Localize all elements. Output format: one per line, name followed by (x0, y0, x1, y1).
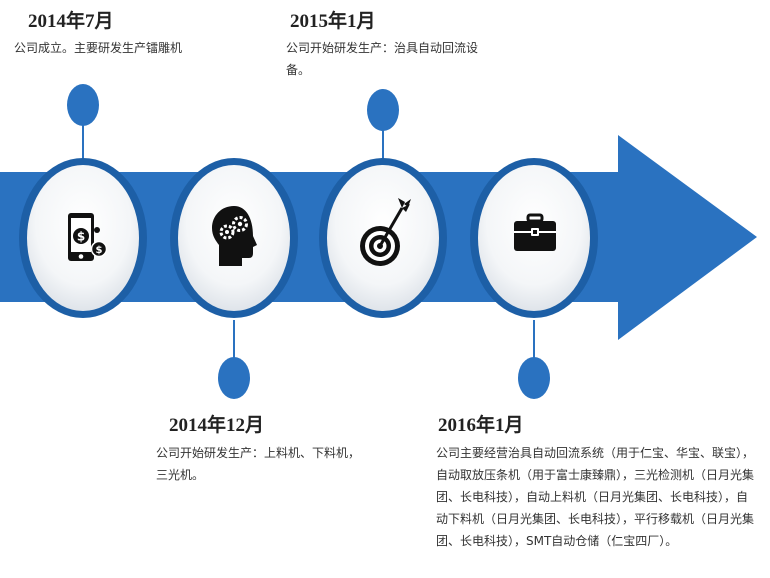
head-gears-icon (212, 206, 257, 266)
connector-3 (367, 89, 399, 165)
svg-text:$: $ (96, 245, 103, 256)
milestone-3-description: 公司开始研发生产：治具自动回流设备。 (286, 41, 479, 77)
connector-1 (67, 84, 99, 165)
svg-text:$: $ (77, 230, 85, 244)
milestone-2-description: 公司开始研发生产：上料机、下料机，三光机。 (156, 446, 361, 482)
mobile-dollar-icon: $ $ (68, 213, 108, 261)
target-arrow-icon (360, 198, 411, 266)
milestone-3-year: 2015年1月 (290, 11, 376, 32)
milestone-4-year: 2016年1月 (438, 415, 524, 436)
connector-4 (518, 320, 550, 399)
milestone-1-description: 公司成立。主要研发生产镭雕机 (14, 41, 183, 55)
milestone-2-year: 2014年12月 (169, 415, 265, 436)
briefcase-icon (514, 213, 556, 251)
connector-2 (218, 320, 250, 399)
milestone-4-description: 公司主要经营治具自动回流系统（用于仁宝、华宝、联宝），自动取放压条机（用于富士康… (436, 446, 755, 548)
milestone-1-year: 2014年7月 (28, 11, 114, 32)
